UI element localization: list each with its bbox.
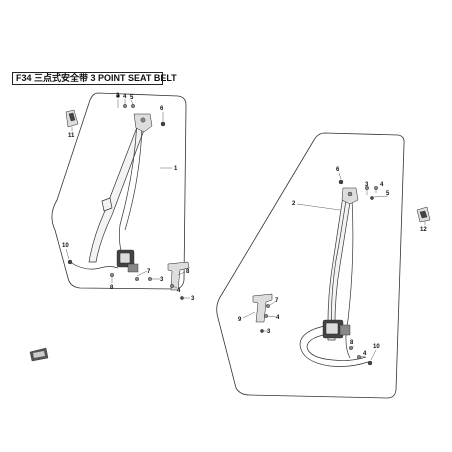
callout-3-left-mid: 3 [160, 277, 164, 283]
callout-10-left: 10 [62, 243, 69, 249]
right-belt-floor-loop [299, 324, 369, 367]
left-anchor-cable [69, 261, 119, 270]
callout-4-left-lower: 4 [177, 288, 181, 294]
callout-4-right: 4 [380, 182, 384, 188]
callout-10-right: 10 [373, 344, 380, 350]
left-belt-lap-strap [118, 119, 138, 256]
right-buckle-bracket [252, 293, 273, 323]
callout-5-right: 5 [386, 191, 390, 197]
callout-4-top-left: 4 [123, 94, 127, 100]
callout-numbers: 1 3 4 5 6 11 10 8 7 3 8 4 3 2 6 3 4 5 12… [62, 93, 427, 357]
callout-11: 11 [68, 133, 75, 139]
right-belt-assembly [252, 179, 431, 367]
callout-1: 1 [174, 166, 178, 172]
diagram-title: F34 三点式安全带 3 POINT SEAT BELT [12, 72, 177, 85]
callout-5-top-left: 5 [130, 95, 134, 101]
brand-logo [29, 347, 49, 362]
left-belt-webbing [88, 121, 148, 263]
left-buckle-bracket [167, 261, 190, 291]
callout-6-right: 6 [336, 167, 340, 173]
callout-7-right: 7 [275, 298, 279, 304]
right-belt-panel [216, 132, 405, 399]
callout-12: 12 [420, 227, 427, 233]
callout-2: 2 [292, 201, 296, 207]
callout-8-left-lower: 8 [110, 285, 114, 291]
callout-6-top-left: 6 [160, 106, 164, 112]
right-belt-webbing [327, 195, 352, 341]
callout-4-right-lower: 4 [276, 315, 280, 321]
right-belt-lap-strap [345, 197, 354, 359]
left-belt-assembly [65, 94, 190, 300]
left-upper-anchor [133, 113, 153, 133]
callout-3-top-left: 3 [116, 93, 120, 99]
callout-7-left: 7 [147, 269, 151, 275]
callout-4-right-bottom: 4 [363, 351, 367, 357]
left-belt-adjuster [101, 197, 113, 212]
callout-9: 9 [238, 317, 242, 323]
callout-8-right: 8 [350, 340, 354, 346]
callout-3-right: 3 [365, 182, 369, 188]
callout-8-left-upper: 8 [186, 269, 190, 275]
leader-lines [65, 99, 426, 361]
callout-3-left-lower: 3 [191, 296, 195, 302]
callout-3-right-lower: 3 [267, 329, 271, 335]
